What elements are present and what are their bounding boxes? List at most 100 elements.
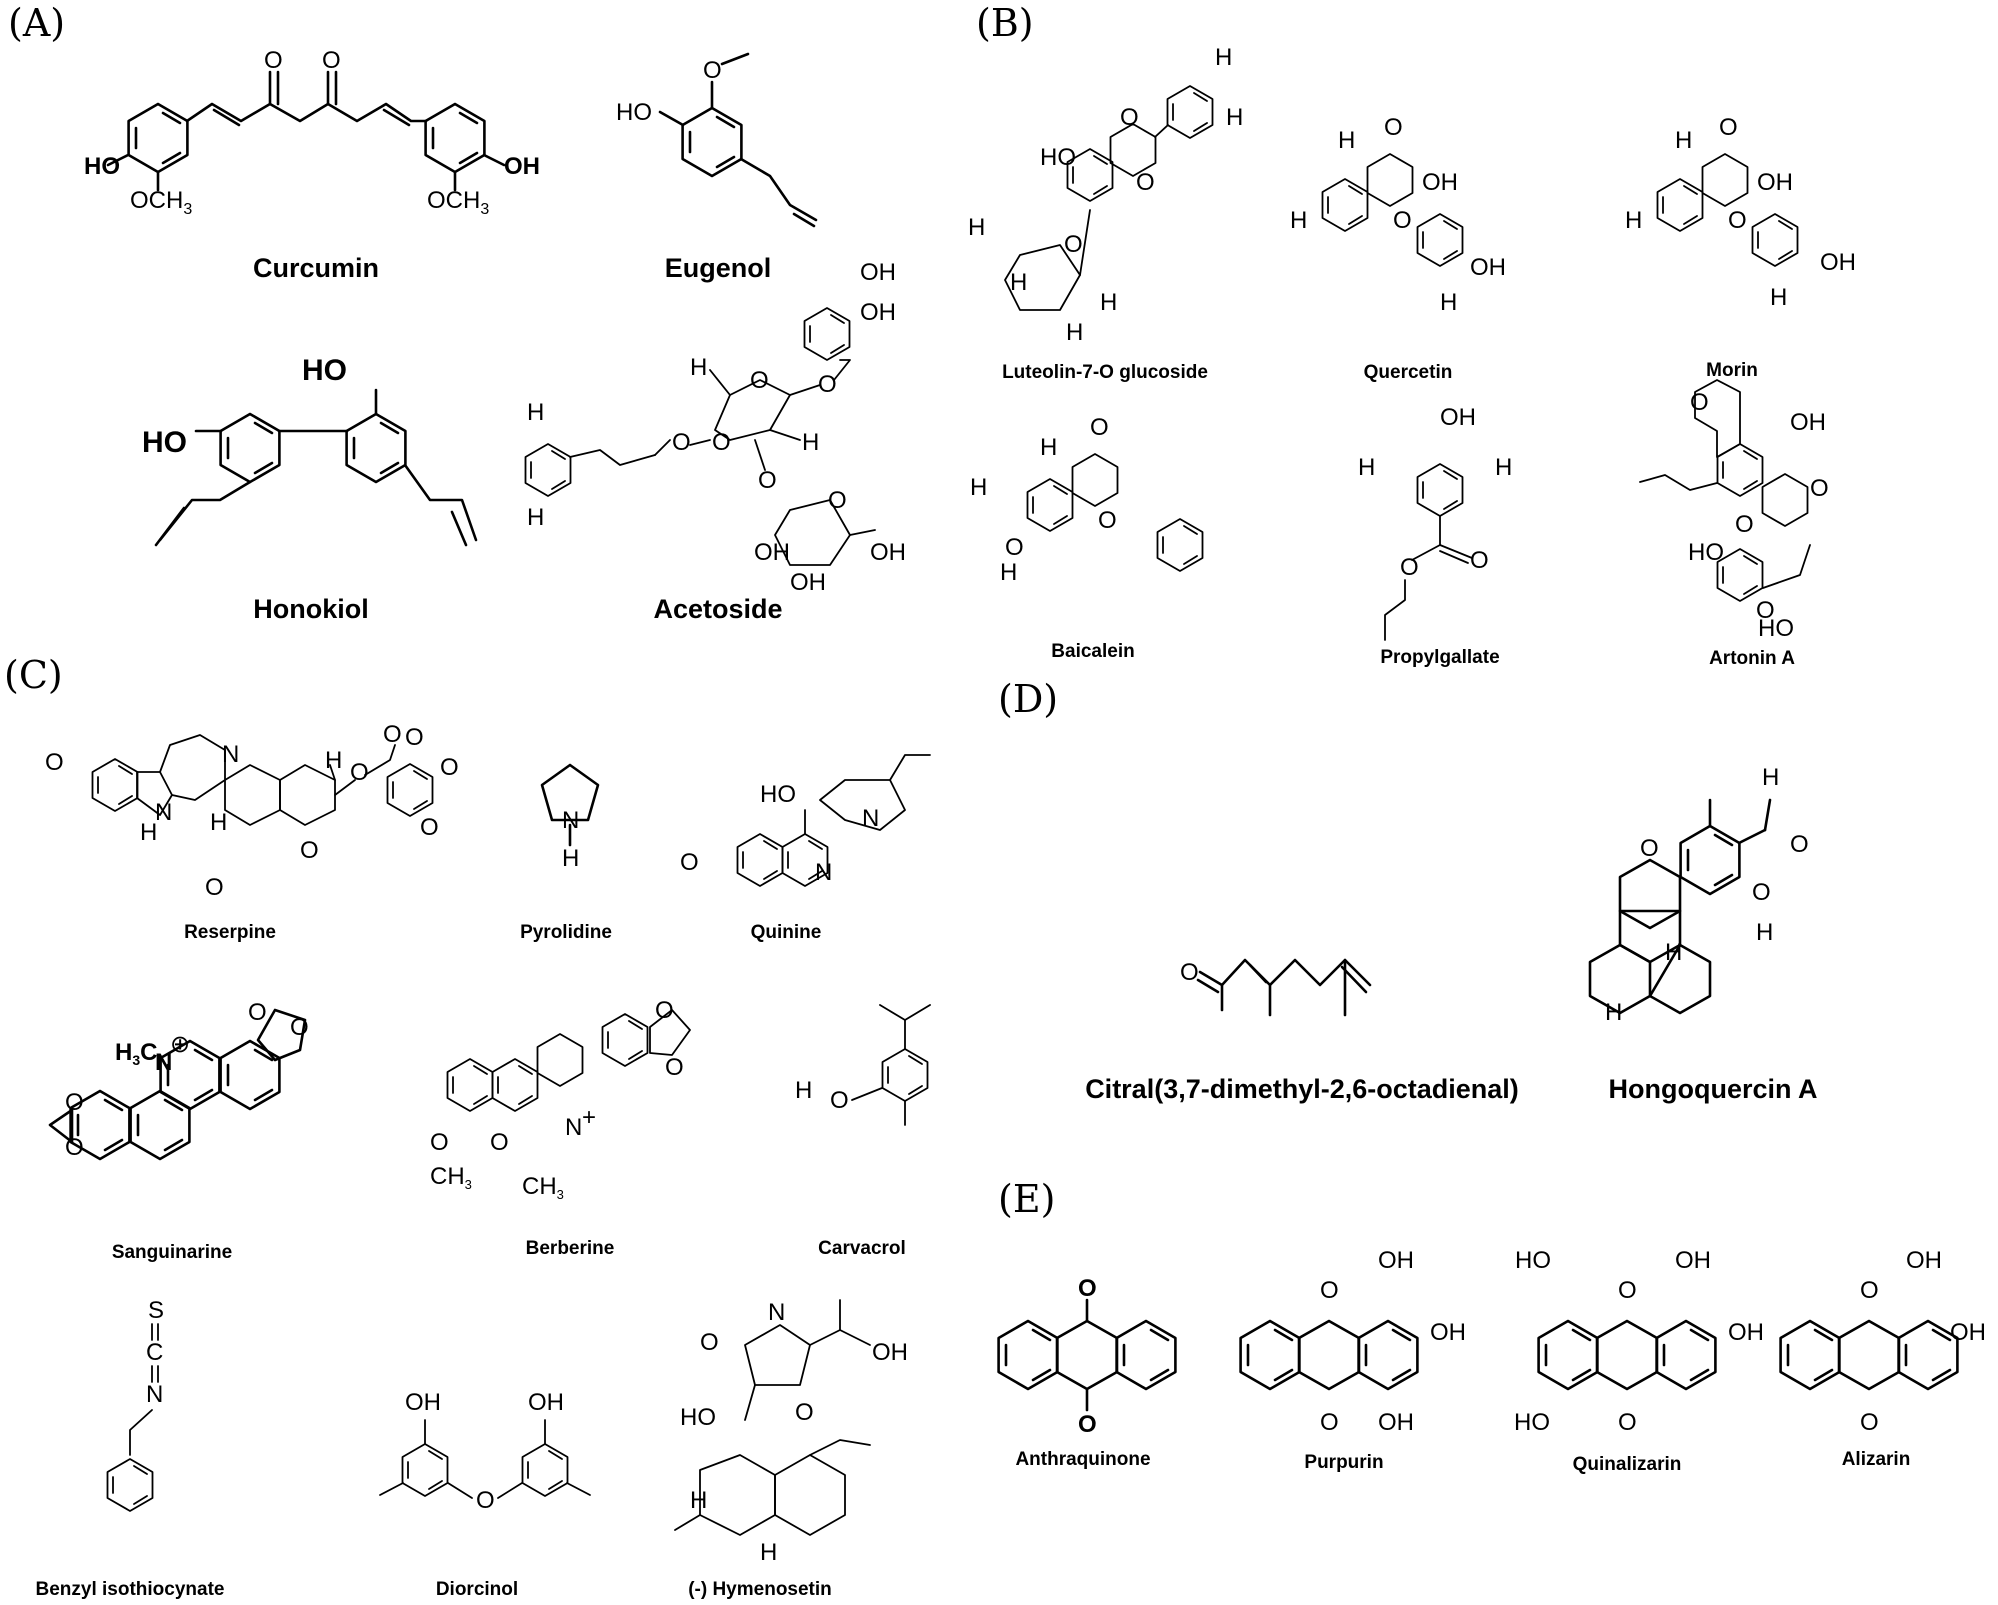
atom-h3c: H3C	[115, 1039, 157, 1068]
atom-ho: HO	[142, 426, 187, 459]
atom-oh: H	[1358, 454, 1375, 481]
atom-oh: H	[1040, 434, 1057, 461]
atom-oh: OH	[1378, 1409, 1414, 1436]
atom-oh: OH	[1378, 1247, 1414, 1274]
atom-oh: OH	[1820, 249, 1856, 276]
atom-oh: OH	[860, 299, 896, 326]
label-pyrolidine: Pyrolidine	[520, 922, 612, 943]
atom-o: O	[1860, 1409, 1879, 1436]
atom-c: C	[146, 1339, 163, 1366]
atom-h: H	[140, 819, 157, 846]
atom-oh: HO	[1514, 1409, 1550, 1436]
panel-label-a: (A)	[8, 1, 65, 45]
atom-oh: OH	[1906, 1247, 1942, 1274]
atom-o: O	[665, 1054, 684, 1081]
atom-o: O	[758, 467, 777, 494]
atom-o: O	[700, 1329, 719, 1356]
atom-o: O	[322, 47, 341, 74]
structure-propylgallate: OH H H O O Propylgallate	[1358, 404, 1512, 668]
structure-hongoquercin-a: O H O O H H H Hongoquercin A	[1588, 764, 1818, 1104]
atom-n: N	[815, 859, 832, 886]
atom-o: O	[440, 754, 459, 781]
atom-ch3: CH3	[430, 1163, 472, 1192]
atom-o: O	[1618, 1277, 1637, 1304]
atom-oh: OH	[405, 1389, 441, 1416]
label-honokiol: Honokiol	[253, 594, 369, 624]
atom-o: O	[1860, 1277, 1879, 1304]
atom-oh: HO	[1758, 615, 1794, 642]
atom-h: H	[760, 1539, 777, 1566]
atom-o: O	[1320, 1409, 1339, 1436]
atom-o: O	[1640, 835, 1659, 862]
atom-oh: O	[1752, 879, 1771, 906]
atom-h: H	[1100, 289, 1117, 316]
atom-ch3: CH3	[522, 1173, 564, 1202]
atom-h: H	[1665, 939, 1682, 966]
atom-o: O	[672, 429, 691, 456]
label-carvacrol: Carvacrol	[818, 1238, 906, 1259]
atom-h: H	[1605, 999, 1622, 1026]
structure-benzyl-isothiocynate: S C N Benzyl isothiocynate	[36, 1297, 225, 1600]
atom-o: O	[1735, 511, 1754, 538]
atom-o: O	[703, 57, 722, 84]
label-quinalizarin: Quinalizarin	[1573, 1454, 1682, 1475]
structure-citral: O Citral(3,7-dimethyl-2,6-octadienal)	[1085, 958, 1519, 1104]
atom-oh: OH	[870, 539, 906, 566]
atom-o: O	[65, 1134, 84, 1161]
atom-o: O	[795, 1399, 814, 1426]
structure-berberine: O O N + O O CH3 CH3 Berberine	[430, 997, 691, 1259]
atom-o: O	[1120, 104, 1139, 131]
structure-luteolin-7-o-glucoside: O O HO H H O H H H H Luteolin-7-O glucos…	[968, 44, 1243, 383]
atom-o: O	[300, 837, 319, 864]
atom-h: H	[1066, 319, 1083, 346]
atom-o: O	[1756, 597, 1775, 624]
label-quinine: Quinine	[751, 922, 822, 943]
atom-oh: OH	[1470, 254, 1506, 281]
atom-h: H	[562, 845, 579, 872]
structure-morin: O O H OH H OH H Morin	[1625, 114, 1856, 381]
label-luteolin-7-o-glucoside: Luteolin-7-O glucoside	[1002, 362, 1208, 383]
atom-o: O	[1719, 114, 1738, 141]
panel-label-b: (B)	[976, 1, 1034, 45]
atom-o: O	[1078, 1275, 1097, 1302]
atom-oh: H	[1290, 207, 1307, 234]
atom-n: N	[565, 1114, 582, 1141]
atom-oh: H	[1215, 44, 1232, 71]
label-morin: Morin	[1706, 360, 1758, 381]
atom-och3: OCH3	[130, 187, 192, 218]
atom-oh: OH	[504, 153, 540, 180]
atom-oh: H	[1756, 919, 1773, 946]
atom-n: N	[222, 741, 239, 768]
structure-quinine: N HO N O Quinine	[680, 754, 931, 943]
structure-anthraquinone: O O Anthraquinone	[997, 1275, 1177, 1470]
atom-o: O	[1078, 1411, 1097, 1438]
panel-label-c: (C)	[4, 653, 63, 697]
atom-o: O	[248, 999, 267, 1026]
atom-oh: OH	[872, 1339, 908, 1366]
atom-oh: H	[795, 1077, 812, 1104]
atom-oh: H	[970, 474, 987, 501]
atom-o: O	[1790, 831, 1809, 858]
atom-n: N	[155, 799, 172, 826]
label-anthraquinone: Anthraquinone	[1015, 1449, 1150, 1470]
structure-sanguinarine: O O O O N H3C ⊕ Sanguinarine	[48, 999, 309, 1263]
structure-baicalein: O O H H O H Baicalein	[970, 414, 1204, 662]
atom-oh: OH	[754, 539, 790, 566]
atom-charge: ⊕	[170, 1031, 190, 1058]
label-purpurin: Purpurin	[1304, 1452, 1383, 1473]
label-diorcinol: Diorcinol	[436, 1579, 518, 1600]
structure-curcumin: O O HO OCH3 OH OCH3 Curcumin	[84, 47, 540, 283]
atom-o: O	[1320, 1277, 1339, 1304]
structure-alizarin: O O OH OH Alizarin	[1779, 1247, 1986, 1470]
atom-o: O	[383, 721, 402, 748]
atom-oh: OH	[790, 569, 826, 596]
label-curcumin: Curcumin	[253, 253, 379, 283]
atom-o: O	[712, 429, 731, 456]
atom-o: O	[476, 1487, 495, 1514]
atom-ho: HO	[84, 153, 120, 180]
atom-o: O	[1384, 114, 1403, 141]
label-benzyl-isothiocynate: Benzyl isothiocynate	[36, 1579, 225, 1600]
atom-oh: HO	[1688, 539, 1724, 566]
label-berberine: Berberine	[526, 1238, 615, 1259]
atom-o: O	[1180, 959, 1199, 986]
